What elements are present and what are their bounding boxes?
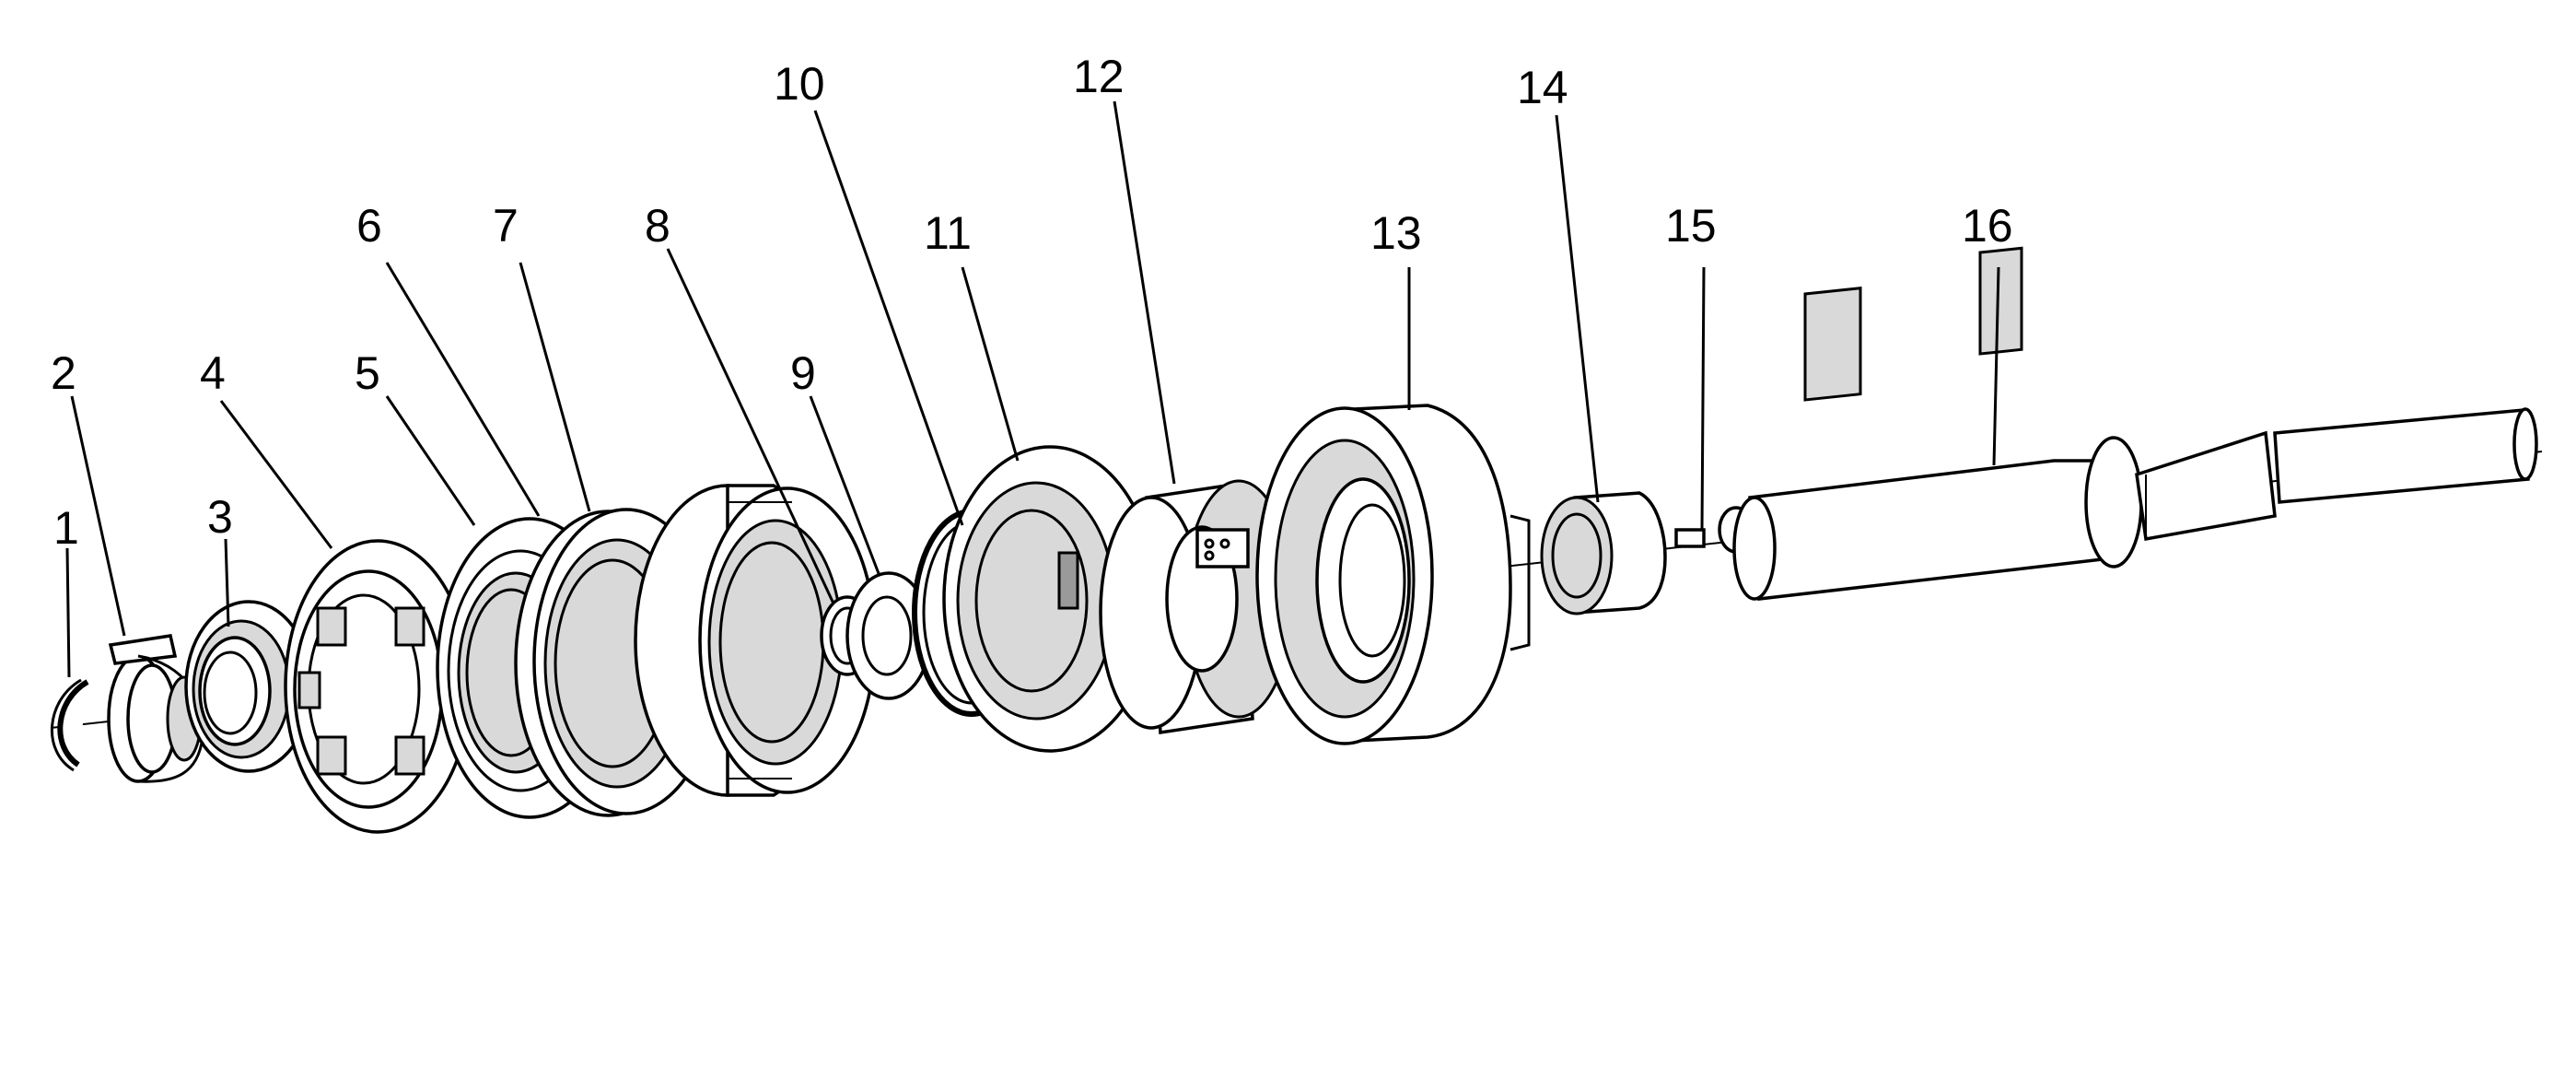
part-8-clutch-pack (634, 484, 877, 797)
callout-14: 14 (1517, 62, 1568, 113)
part-3-bearing (184, 600, 313, 773)
callout-5: 5 (355, 347, 380, 399)
leader-5 (385, 395, 476, 526)
callout-11: 11 (924, 207, 972, 259)
callout-8: 8 (645, 200, 670, 252)
callout-15: 15 (1665, 200, 1717, 252)
leader-16 (1992, 266, 2000, 466)
leader-10 (813, 110, 964, 526)
part-13-drum (1255, 404, 1531, 745)
leader-8 (666, 248, 835, 604)
leader-14 (1555, 114, 1600, 503)
part-14-sleeve (1540, 491, 1667, 615)
leader-12 (1113, 100, 1176, 485)
leader-6 (385, 262, 541, 517)
callout-3: 3 (207, 491, 233, 543)
callout-10: 10 (774, 58, 825, 110)
leader-9 (809, 395, 881, 577)
leader-2 (70, 395, 126, 637)
part-16-shaft (1732, 246, 2538, 601)
callout-2: 2 (51, 347, 76, 399)
callout-1: 1 (53, 502, 79, 554)
callout-labels: 1 2 3 4 5 6 7 8 9 10 11 12 13 14 15 16 (51, 51, 2013, 554)
callout-9: 9 (790, 347, 816, 399)
callout-7: 7 (493, 200, 519, 252)
callout-12: 12 (1073, 51, 1125, 102)
callout-13: 13 (1370, 207, 1422, 259)
leader-1 (65, 547, 71, 678)
part-1-snap-ring (51, 678, 89, 772)
callout-6: 6 (356, 200, 382, 252)
leader-11 (961, 266, 1020, 462)
leader-lines (65, 100, 2000, 678)
part-4-plate (284, 539, 472, 834)
callout-4: 4 (200, 347, 226, 399)
part-11-plate (942, 445, 1158, 753)
part-12-carrier (1099, 479, 1294, 735)
callout-16: 16 (1962, 200, 2013, 252)
leader-15 (1700, 266, 1706, 531)
leader-4 (219, 400, 333, 549)
leader-7 (519, 262, 591, 512)
leader-3 (224, 538, 230, 627)
